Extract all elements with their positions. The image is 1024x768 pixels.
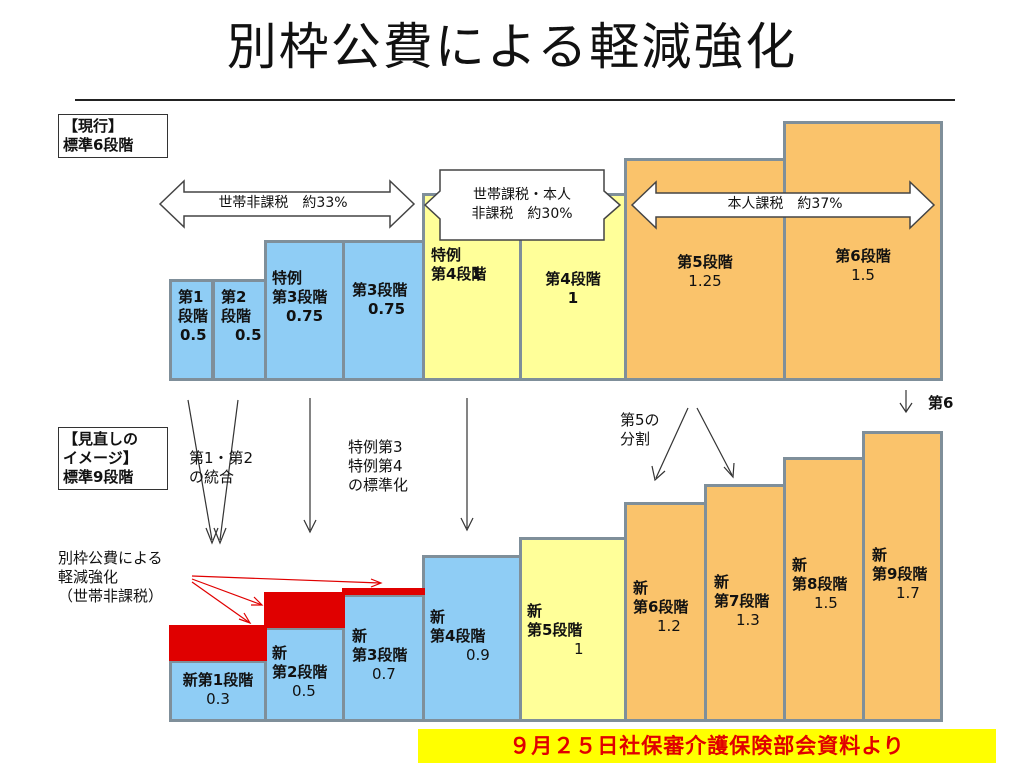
- new-stage-1-value: 0.3: [206, 690, 230, 708]
- new-stage-6-bar: 新 第6段階 1.2: [624, 502, 707, 722]
- self-taxed-text: 本人課税 約37%: [727, 196, 843, 212]
- household-exempt-arrow: [158, 179, 416, 229]
- current-special-stage-4-value: 1: [471, 265, 482, 283]
- current-special-stage-4-label: 特例 第4段階: [431, 246, 487, 283]
- new-stage-6-label: 新 第6段階: [633, 579, 689, 616]
- new-stage-7-value: 1.3: [736, 611, 760, 629]
- household-exempt-text: 世帯非課税 約33%: [218, 195, 348, 211]
- merge-annotation: 第1・第2 の統合: [189, 449, 254, 486]
- current-stage-2-value: 0.5: [235, 326, 262, 344]
- current-stage-2-label: 第2 段階: [221, 288, 252, 325]
- relief-block-2: [264, 592, 345, 628]
- current-stage-6-label: 第6段階: [835, 247, 891, 265]
- new-stage-9-label: 新 第9段階: [872, 546, 928, 583]
- self-taxed-arrow: [630, 180, 936, 230]
- source-footer: ９月２５日社保審介護保険部会資料より: [418, 729, 996, 763]
- new-stage-4-label: 新 第4段階: [430, 608, 486, 645]
- new-stage-9-value: 1.7: [896, 584, 920, 602]
- household-taxed-arrow: [423, 169, 622, 241]
- relief-block-1: [169, 625, 267, 661]
- new-stage-5-value: 1: [574, 640, 584, 658]
- current-special-stage-3-value: 0.75: [286, 307, 324, 325]
- current-special-stage-3-label: 特例 第3段階: [272, 269, 328, 306]
- current-stage-4-label: 第4段階: [545, 270, 601, 288]
- new-stage-8-label: 新 第8段階: [792, 556, 848, 593]
- page-title: 別枠公費による軽減強化: [226, 18, 798, 76]
- current-stage-6-value: 1.5: [851, 266, 875, 284]
- standardize-annotation: 特例第3 特例第4 の標準化: [348, 438, 409, 494]
- current-stage-3-label: 第3段階: [352, 281, 408, 299]
- relief-annotation: 別枠公費による 軽減強化 （世帯非課税）: [58, 549, 164, 605]
- current-stage-2-bar: 第2 段階 0.5: [212, 279, 267, 381]
- new-stage-3-value: 0.7: [372, 665, 396, 683]
- new-stage-3-label: 新 第3段階: [352, 627, 408, 664]
- new-stage-2-label: 新 第2段階: [272, 644, 328, 681]
- relief-block-3: [342, 588, 425, 595]
- new-stage-1-label: 新第1段階: [182, 671, 254, 689]
- new-stage-5-label: 新 第5段階: [527, 602, 583, 639]
- new-stage-8-value: 1.5: [814, 594, 838, 612]
- new-stage-4-bar: 新 第4段階 0.9: [422, 555, 522, 722]
- current-stage-4-value: 1: [567, 289, 579, 307]
- title-underline: [75, 99, 955, 101]
- household-taxed-text: 世帯課税・本人 非課税 約30%: [471, 187, 573, 222]
- current-stage-1-bar: 第1 段階 0.5: [169, 279, 214, 381]
- new-stage-1-bar: 新第1段階 0.3: [169, 660, 267, 722]
- current-special-stage-3-bar: 特例 第3段階 0.75: [264, 240, 345, 381]
- new-stage-7-label: 新 第7段階: [714, 573, 770, 610]
- sixth-stage-note: 第6: [928, 394, 954, 412]
- new-stage-9-bar: 新 第9段階 1.7: [862, 431, 943, 722]
- current-system-label: 【現行】 標準6段階: [58, 114, 168, 158]
- new-stage-2-value: 0.5: [292, 682, 316, 700]
- current-stage-1-value: 0.5: [180, 326, 207, 344]
- current-stage-1-label: 第1 段階: [178, 288, 209, 325]
- split-annotation: 第5の 分割: [620, 411, 660, 448]
- current-stage-5-label: 第5段階: [677, 253, 733, 271]
- current-stage-5-value: 1.25: [688, 272, 722, 290]
- current-stage-3-bar: 第3段階 0.75: [342, 240, 425, 381]
- current-stage-6-bar: 第6段階 1.5: [783, 121, 943, 381]
- review-system-label: 【見直しの イメージ】 標準9段階: [58, 427, 168, 490]
- new-stage-5-bar: 新 第5段階 1: [519, 537, 627, 722]
- new-stage-2-bar: 新 第2段階 0.5: [264, 627, 345, 722]
- new-stage-4-value: 0.9: [466, 646, 490, 664]
- new-stage-6-value: 1.2: [657, 617, 681, 635]
- current-stage-3-value: 0.75: [368, 300, 406, 318]
- new-stage-3-bar: 新 第3段階 0.7: [342, 594, 425, 722]
